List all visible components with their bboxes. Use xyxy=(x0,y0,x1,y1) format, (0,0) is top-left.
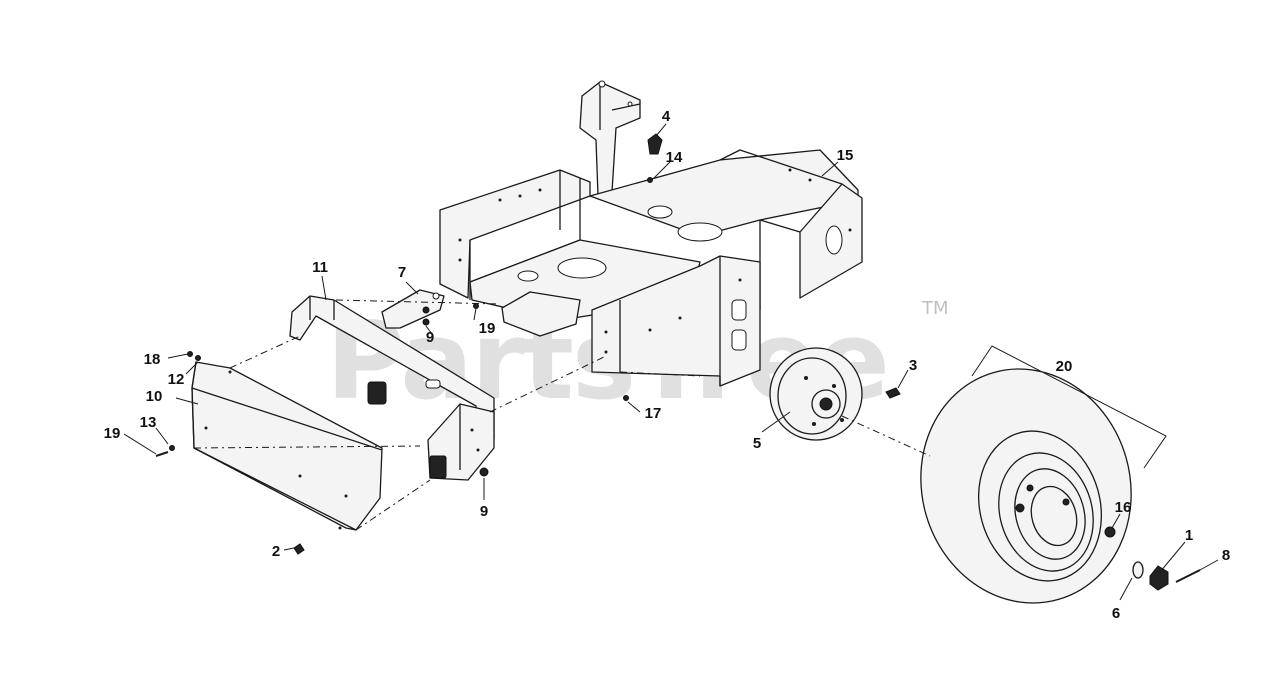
tire-callout-bracket xyxy=(971,345,1167,469)
callout-4: 4 xyxy=(662,108,671,125)
tire-wheel xyxy=(920,368,1132,604)
callout-13: 13 xyxy=(140,414,157,431)
callout-12: 12 xyxy=(168,371,185,388)
callout-20: 20 xyxy=(1056,358,1073,375)
callout-16: 16 xyxy=(1115,499,1132,516)
leader-lines xyxy=(123,123,1219,601)
callout-11: 11 xyxy=(312,259,328,276)
front-plate xyxy=(191,361,383,531)
callout-7: 7 xyxy=(398,264,406,281)
callout-2: 2 xyxy=(272,543,280,560)
hardware xyxy=(155,133,1201,591)
callout-14: 14 xyxy=(666,149,683,166)
callouts: 1 2 3 4 5 6 7 8 9 9 10 11 12 13 14 15 16… xyxy=(104,108,1231,622)
callout-19-upper: 19 xyxy=(479,320,496,337)
callout-17: 17 xyxy=(645,405,662,422)
callout-9-lower: 9 xyxy=(480,503,488,520)
bracket-7 xyxy=(381,289,445,329)
callout-1: 1 xyxy=(1185,527,1193,544)
assembly-lines xyxy=(193,299,931,531)
callout-10: 10 xyxy=(146,388,163,405)
axle-bracket xyxy=(289,295,495,481)
callout-15: 15 xyxy=(837,147,854,164)
callout-3: 3 xyxy=(909,357,917,374)
callout-5: 5 xyxy=(753,435,761,452)
callout-18: 18 xyxy=(144,351,161,368)
wheel-hub xyxy=(769,347,863,441)
watermark-trademark: TM xyxy=(921,298,949,319)
callout-8: 8 xyxy=(1222,547,1230,564)
callout-6: 6 xyxy=(1112,605,1120,622)
callout-9-upper: 9 xyxy=(426,329,434,346)
main-frame xyxy=(439,80,863,387)
callout-19-left: 19 xyxy=(104,425,121,442)
